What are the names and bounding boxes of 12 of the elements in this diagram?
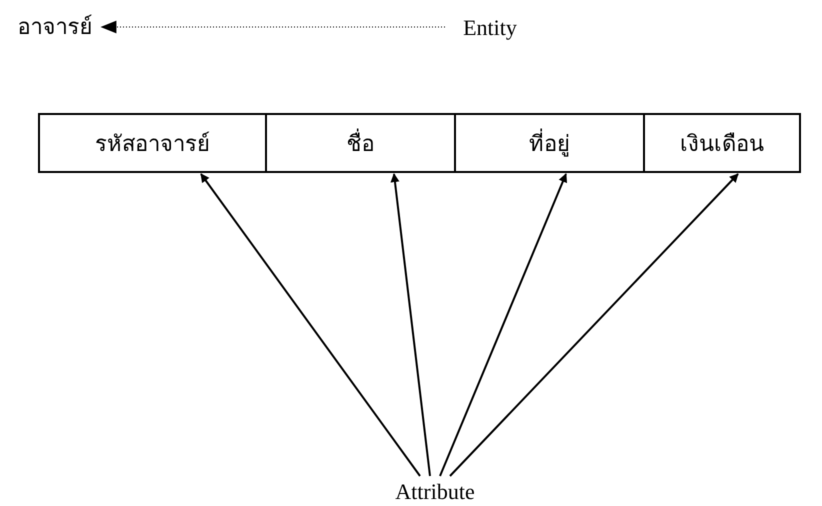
arrow	[390, 173, 431, 476]
attribute-label: Attribute	[395, 478, 475, 506]
table-cell: ชื่อ	[265, 113, 456, 173]
table-cell: รหัสอาจารย์	[38, 113, 267, 173]
arrow	[100, 20, 446, 34]
table-cell: เงินเดือน	[643, 113, 801, 173]
entity-label: Entity	[463, 14, 517, 42]
entity-label: อาจารย์	[18, 14, 92, 40]
arrow	[439, 173, 568, 476]
arrow	[200, 173, 421, 477]
arrow	[449, 173, 739, 477]
table-cell: ที่อยู่	[454, 113, 645, 173]
